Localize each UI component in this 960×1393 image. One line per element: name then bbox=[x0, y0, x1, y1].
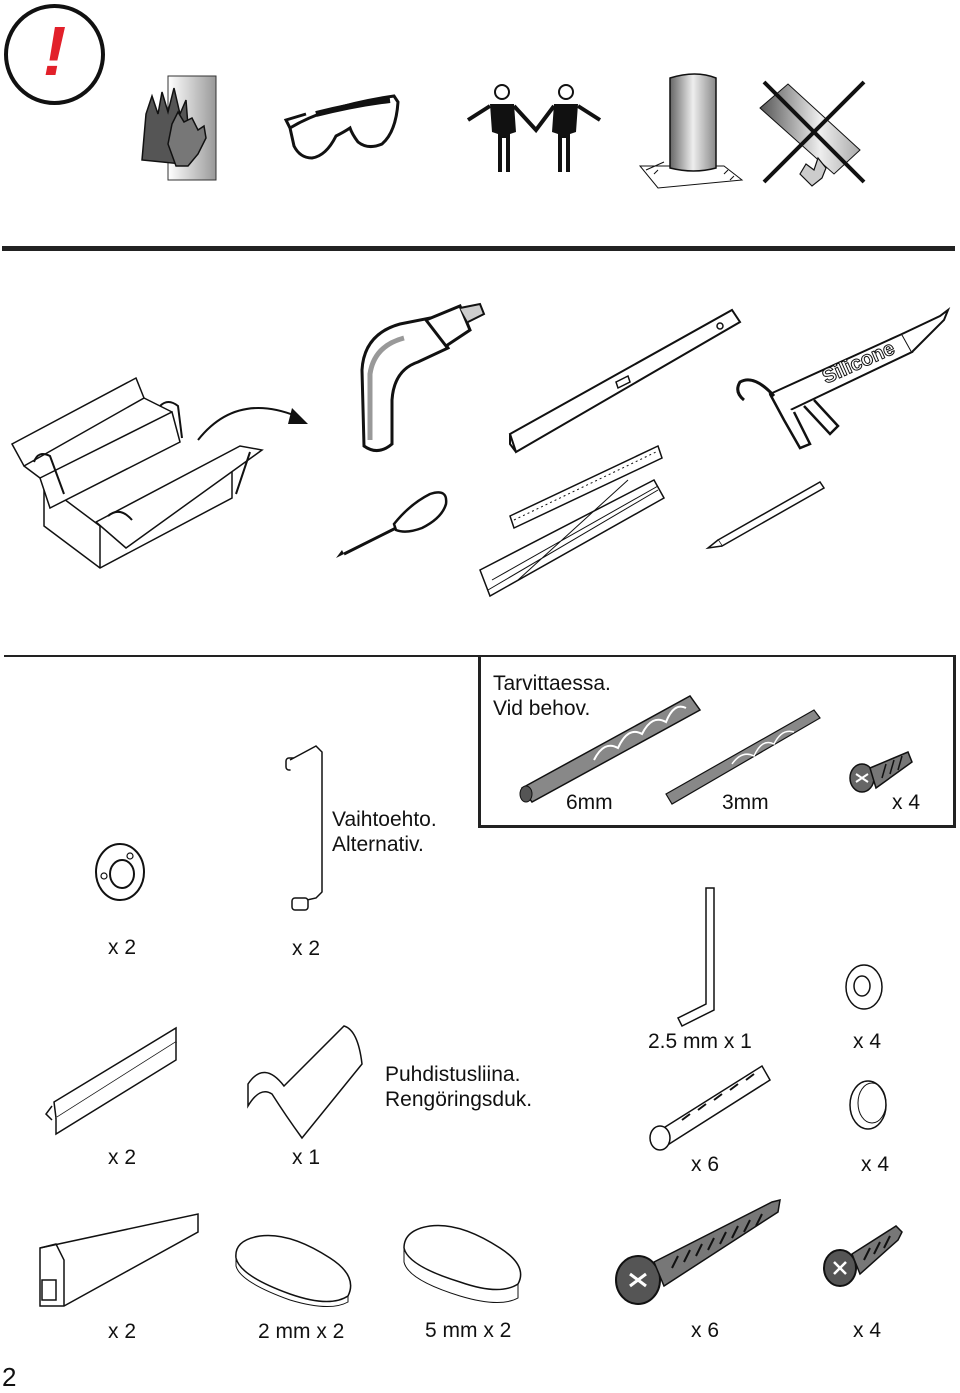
warning-exclamation: ! bbox=[42, 12, 67, 90]
drill-6mm-label: 6mm bbox=[566, 791, 613, 814]
wall-plug-icon bbox=[649, 1064, 772, 1151]
folding-ruler-icon bbox=[479, 444, 666, 598]
cloth-qty: x 1 bbox=[292, 1146, 321, 1169]
short-screw-icon bbox=[823, 1225, 903, 1287]
pad-2mm-icon bbox=[235, 1234, 352, 1307]
washer-icon bbox=[845, 964, 883, 1010]
shortscrew-qty: x 4 bbox=[853, 1319, 882, 1342]
optional-title-sv: Vid behov. bbox=[493, 697, 591, 720]
drill-icon bbox=[360, 302, 486, 452]
hex-bar-icon bbox=[285, 745, 323, 911]
warning-icon: ! bbox=[4, 4, 105, 105]
spirit-level-icon bbox=[508, 308, 742, 454]
seal-strip-icon bbox=[45, 1026, 177, 1136]
pad2-qty: 2 mm x 2 bbox=[258, 1320, 345, 1343]
drill-bit-6mm-icon bbox=[519, 695, 702, 803]
seal-qty: x 2 bbox=[108, 1146, 137, 1169]
drill-3mm-label: 3mm bbox=[722, 791, 769, 814]
gloves-icon bbox=[141, 75, 217, 181]
optional-items-box bbox=[478, 656, 956, 828]
mounting-ring-icon bbox=[95, 843, 145, 901]
small-screw-icon bbox=[849, 751, 913, 793]
washer-qty: x 4 bbox=[853, 1030, 882, 1053]
arrow-icon bbox=[197, 407, 308, 441]
page-number: 2 bbox=[2, 1362, 17, 1392]
two-persons-icon bbox=[466, 84, 602, 172]
hex-key-icon bbox=[676, 887, 715, 1028]
alternative-label-sv: Alternativ. bbox=[332, 833, 424, 856]
long-screw-icon bbox=[615, 1198, 781, 1305]
safety-glasses-icon bbox=[283, 94, 400, 160]
profile-qty: x 2 bbox=[108, 1320, 137, 1343]
cloth-label-fi: Puhdistusliina. bbox=[385, 1063, 521, 1086]
screwdriver-icon bbox=[336, 491, 448, 558]
pad5-qty: 5 mm x 2 bbox=[425, 1319, 512, 1342]
plug-qty: x 6 bbox=[691, 1153, 720, 1176]
cover-cap-icon bbox=[849, 1080, 887, 1130]
pad-5mm-icon bbox=[403, 1224, 522, 1303]
screw-qty-label: x 4 bbox=[892, 791, 921, 814]
alternative-label-fi: Vaihtoehto. bbox=[332, 808, 437, 831]
no-glass-cut-icon bbox=[759, 80, 866, 187]
optional-title-fi: Tarvittaessa. bbox=[493, 672, 611, 695]
wall-check-icon bbox=[638, 73, 744, 189]
caulking-gun-icon: Silicone bbox=[736, 307, 951, 450]
hexkey-qty: 2.5 mm x 1 bbox=[648, 1030, 752, 1053]
cap-qty: x 4 bbox=[861, 1153, 890, 1176]
longscrew-qty: x 6 bbox=[691, 1319, 720, 1342]
section-divider-top bbox=[2, 246, 955, 251]
ring-qty: x 2 bbox=[108, 936, 137, 959]
hexbar-qty: x 2 bbox=[292, 937, 321, 960]
cleaning-cloth-icon bbox=[247, 1025, 363, 1140]
drill-bit-3mm-icon bbox=[665, 709, 821, 805]
pencil-icon bbox=[705, 481, 826, 550]
wall-profile-icon bbox=[39, 1213, 199, 1307]
toolbox-icon bbox=[10, 376, 264, 569]
cloth-label-sv: Rengöringsduk. bbox=[385, 1088, 533, 1111]
